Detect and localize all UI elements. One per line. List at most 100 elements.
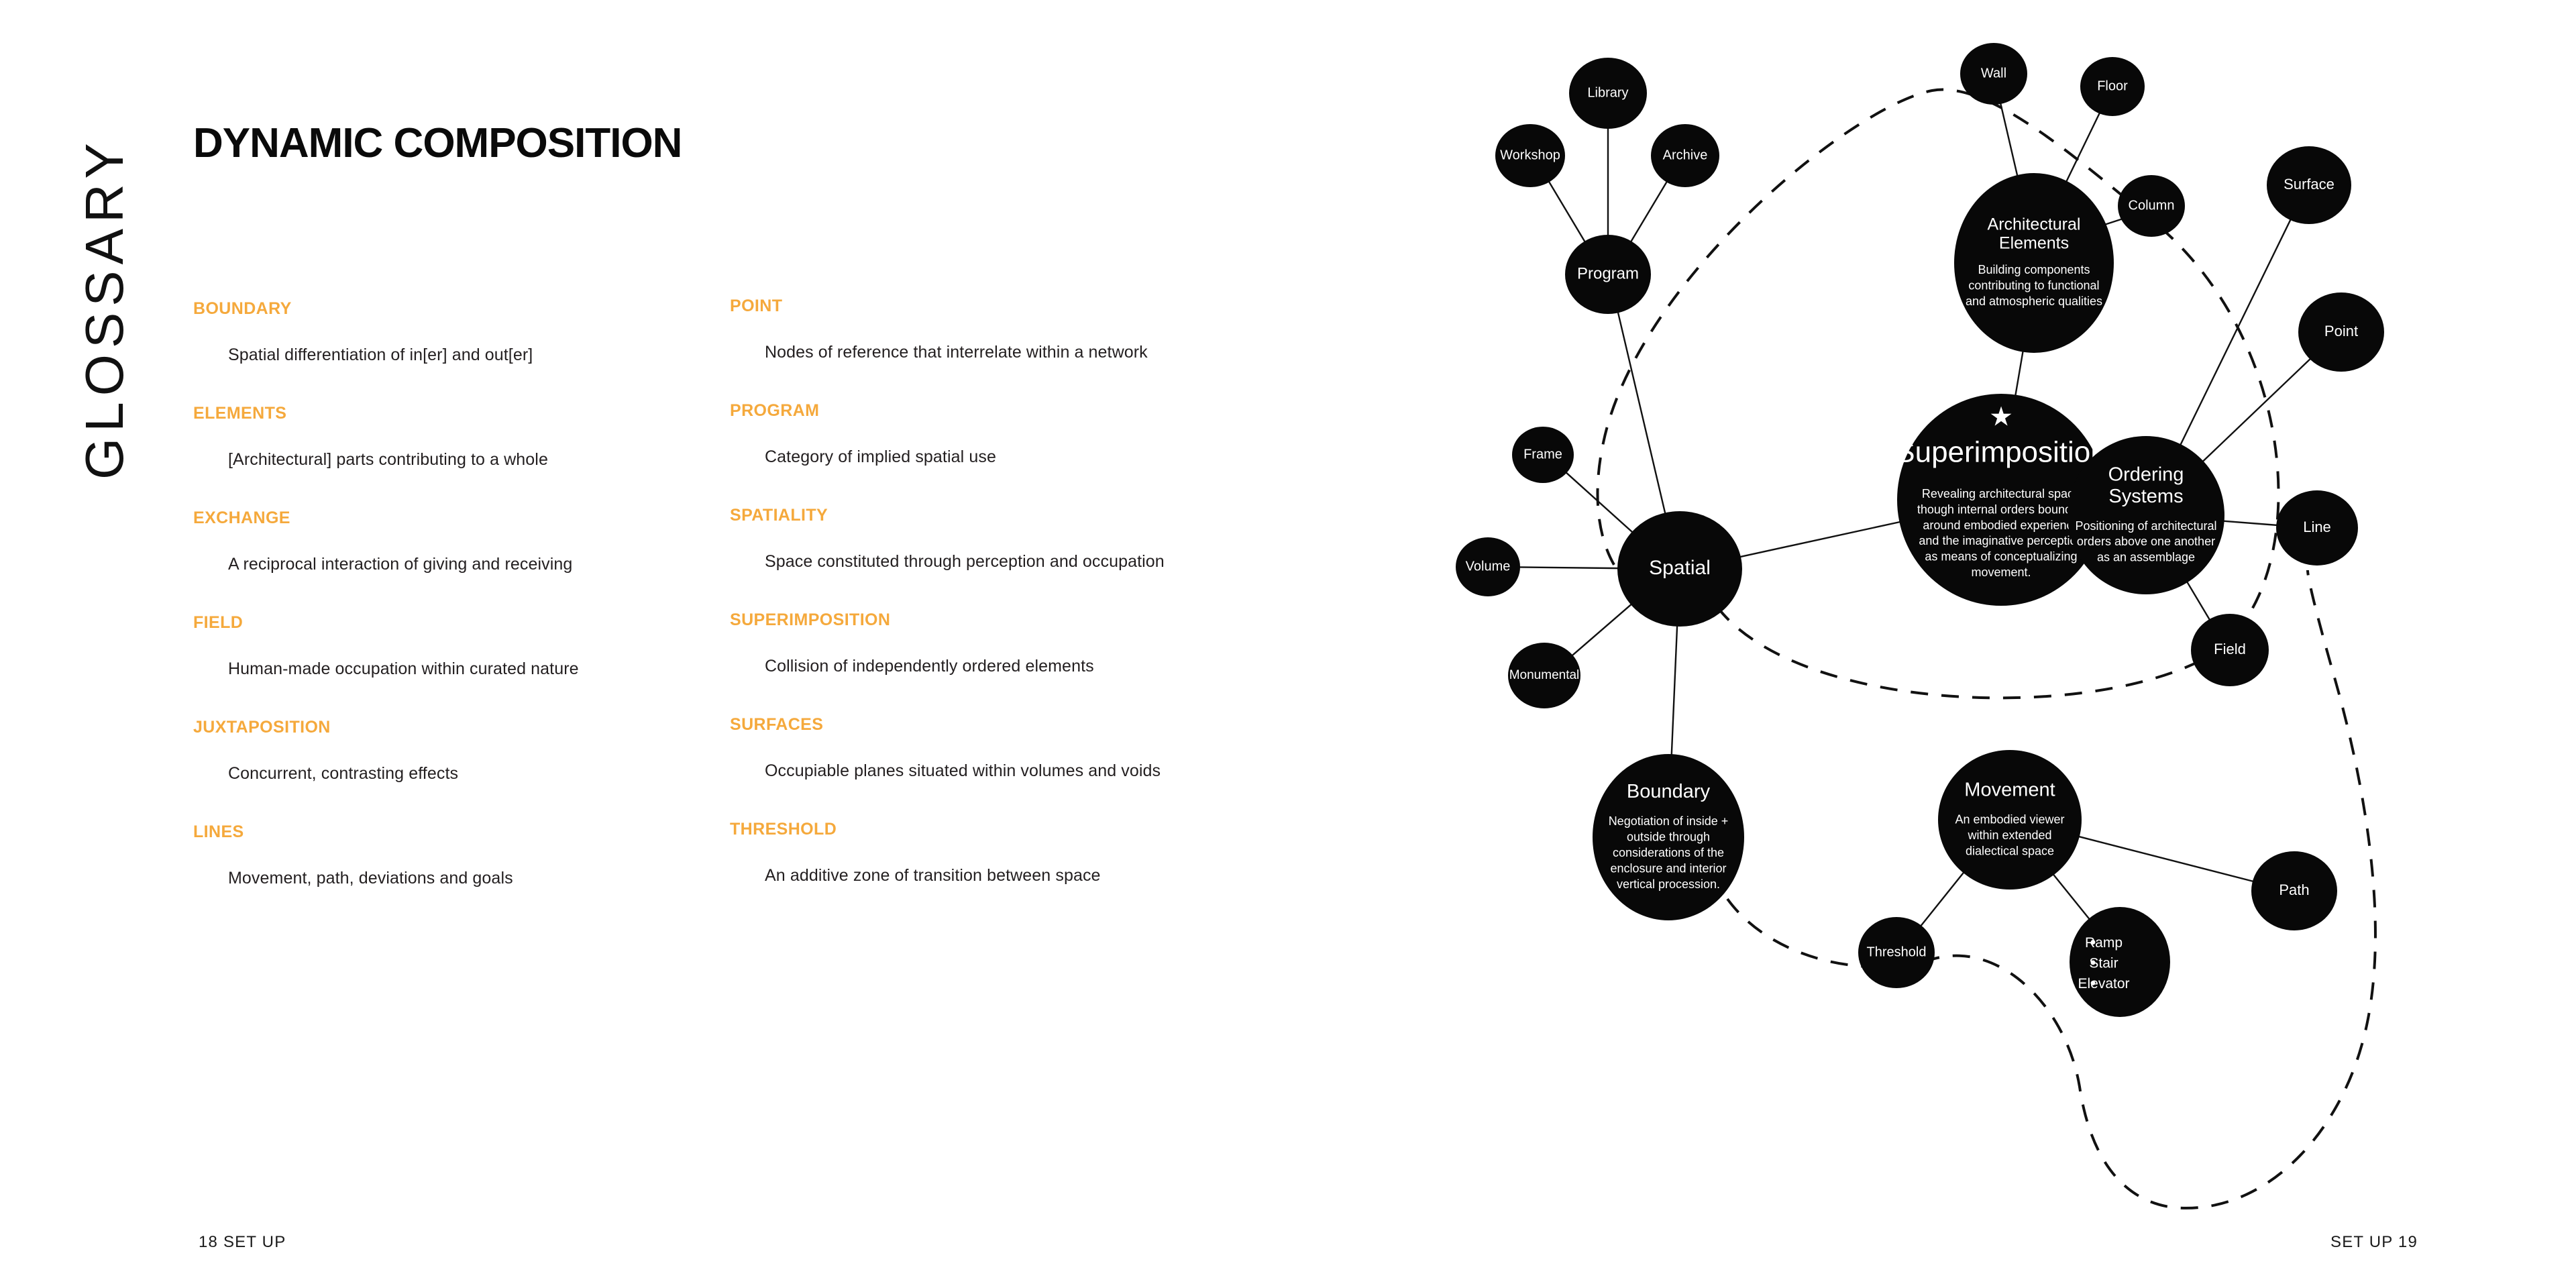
node-column[interactable]: Column xyxy=(2118,175,2185,237)
node-label: Architectural xyxy=(1988,215,2081,234)
node-label: Field xyxy=(2214,641,2246,657)
edge-movement-to-path xyxy=(2076,835,2255,883)
node-description: orders above one another xyxy=(2077,535,2215,548)
edge-field-to-ordering-systems xyxy=(2185,579,2211,621)
glossary-term: JUXTAPOSITION xyxy=(193,718,331,737)
node-description: as means of conceptualizing xyxy=(1925,550,2077,564)
glossary-entry: SUPERIMPOSITION Collision of independentl… xyxy=(730,612,1094,675)
node-label: Ordering xyxy=(2108,464,2184,485)
glossary-term: THRESHOLD xyxy=(730,820,837,839)
edge-frame-to-spatial xyxy=(1565,471,1635,535)
node-description: vertical procession. xyxy=(1617,877,1720,891)
node-description: though internal orders bounded xyxy=(1917,502,2085,516)
node-spatial[interactable]: Spatial xyxy=(1617,511,1742,627)
node-label: Superimposition xyxy=(1895,435,2107,468)
node-circle xyxy=(2070,907,2170,1017)
node-label: Floor xyxy=(2097,78,2128,93)
node-circle xyxy=(1456,537,1520,596)
glossary-definition: Collision of independently ordered eleme… xyxy=(765,657,1094,676)
glossary-side-label: GLOSSARY xyxy=(74,137,134,480)
node-label: Movement xyxy=(1964,780,2055,801)
edge-program-to-spatial xyxy=(1617,311,1667,516)
glossary-definition: An additive zone of transition between s… xyxy=(765,866,1101,885)
glossary-term: SURFACES xyxy=(730,715,824,734)
glossary-term: PROGRAM xyxy=(730,401,820,420)
node-circle xyxy=(2118,175,2185,237)
edge-floor-to-architectural-elements xyxy=(2064,112,2101,184)
node-label: Wall xyxy=(1981,66,2006,80)
node-field[interactable]: Field xyxy=(2191,614,2269,686)
node-wall[interactable]: Wall xyxy=(1960,43,2027,105)
node-line[interactable]: Line xyxy=(2276,490,2358,566)
bullet-dot-icon xyxy=(2090,960,2096,965)
glossary-definition: Concurrent, contrasting effects xyxy=(228,764,459,783)
glossary-term: SPATIALITY xyxy=(730,506,828,525)
node-circle xyxy=(1938,750,2082,890)
node-program[interactable]: Program xyxy=(1565,235,1651,314)
glossary-term: POINT xyxy=(730,297,783,315)
edge-movement-to-threshold xyxy=(1919,870,1966,928)
glossary-definition: [Architectural] parts contributing to a … xyxy=(228,450,548,469)
node-circle xyxy=(1954,173,2114,353)
node-description: as an assemblage xyxy=(2097,551,2195,564)
node-floor[interactable]: Floor xyxy=(2080,57,2145,116)
node-description: movement. xyxy=(1971,566,2031,579)
bullet-dot-icon xyxy=(2090,980,2096,985)
node-label: Archive xyxy=(1663,148,1708,162)
edge-volume-to-spatial xyxy=(1519,566,1620,570)
node-volume[interactable]: Volume xyxy=(1456,537,1520,596)
node-label: Point xyxy=(2324,323,2358,339)
glossary-entry: THRESHOLD An additive zone of transition … xyxy=(730,821,1101,884)
node-label: Line xyxy=(2303,519,2331,535)
node-circle xyxy=(1960,43,2027,105)
glossary-definition: Category of implied spatial use xyxy=(765,447,996,466)
edge-movement-to-circulation-list xyxy=(2051,872,2091,921)
node-circle xyxy=(2251,851,2337,930)
node-bullet-label: Elevator xyxy=(2078,976,2129,991)
glossary-definition: A reciprocal interaction of giving and r… xyxy=(228,555,573,574)
node-description: considerations of the xyxy=(1613,846,1724,859)
node-circle xyxy=(1495,124,1565,187)
node-path[interactable]: Path xyxy=(2251,851,2337,930)
bullet-dot-icon xyxy=(2090,940,2096,945)
node-bullet-label: Ramp xyxy=(2085,935,2123,951)
glossary-entry: JUXTAPOSITION Concurrent, contrasting eff… xyxy=(193,719,458,782)
node-archive[interactable]: Archive xyxy=(1651,124,1719,187)
edge-monumental-to-spatial xyxy=(1570,602,1633,657)
node-circle xyxy=(1508,643,1580,708)
node-threshold[interactable]: Threshold xyxy=(1858,917,1935,988)
star-icon: ★ xyxy=(1989,402,2013,432)
node-description: Positioning of architectural xyxy=(2075,519,2216,533)
node-description: outside through xyxy=(1627,830,1710,844)
node-label: Workshop xyxy=(1500,148,1560,162)
node-label: Frame xyxy=(1523,447,1562,462)
edge-surface-to-ordering-systems xyxy=(2178,218,2292,447)
edge-spatial-to-boundary xyxy=(1670,624,1678,758)
node-library[interactable]: Library xyxy=(1569,58,1647,129)
node-monumental[interactable]: Monumental xyxy=(1508,643,1580,708)
node-circle xyxy=(2068,436,2224,594)
node-circle xyxy=(1565,235,1651,314)
node-description: Revealing architectural space xyxy=(1922,487,2080,500)
node-frame[interactable]: Frame xyxy=(1512,427,1574,483)
node-circle xyxy=(2191,614,2269,686)
node-point[interactable]: Point xyxy=(2298,292,2384,372)
node-description: and the imaginative perception xyxy=(1919,534,2083,547)
glossary-term: SUPERIMPOSITION xyxy=(730,610,891,629)
node-workshop[interactable]: Workshop xyxy=(1495,124,1565,187)
glossary-definition: Space constituted through perception and… xyxy=(765,552,1165,571)
node-surface[interactable]: Surface xyxy=(2267,146,2351,224)
node-circle xyxy=(1651,124,1719,187)
